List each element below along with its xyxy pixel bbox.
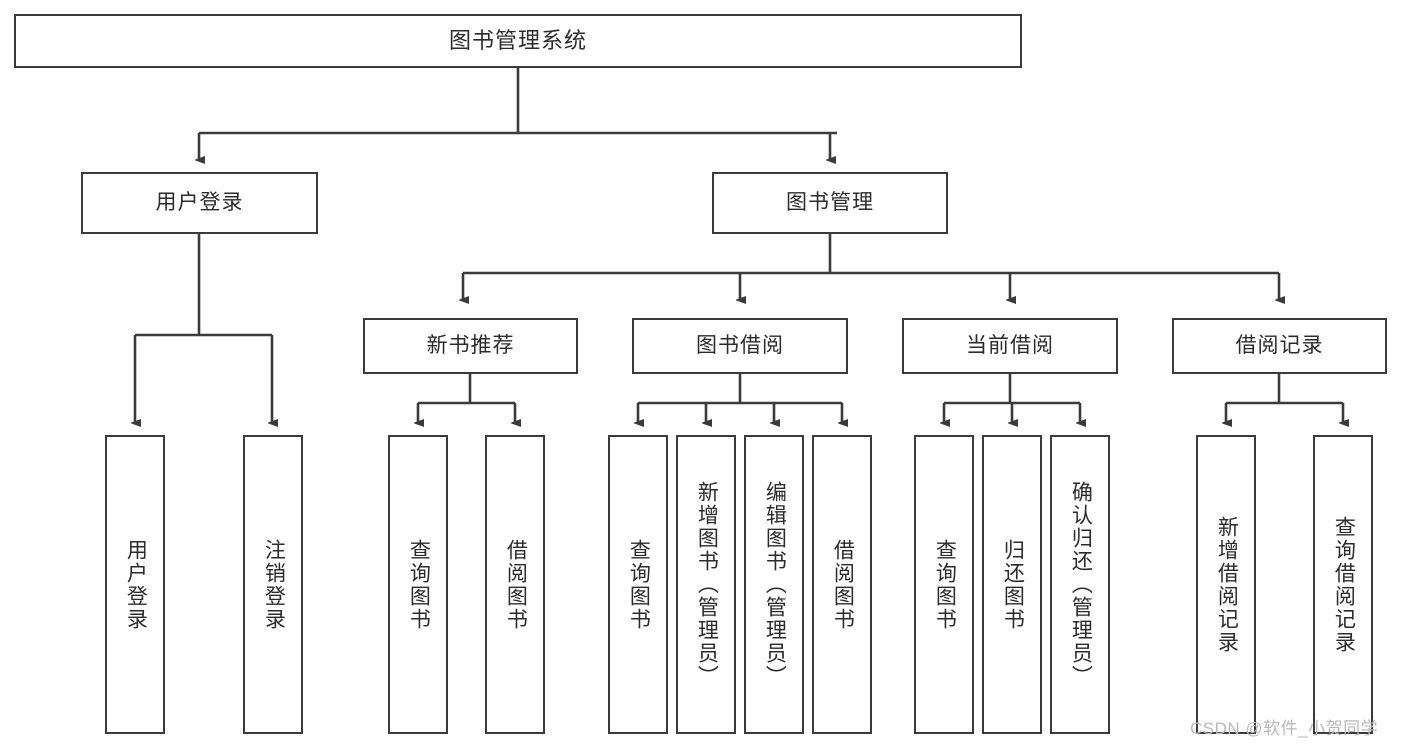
leaf-confirm-return[interactable]: 确认归还（管理员）: [1050, 435, 1110, 734]
node-label: 借阅图书: [504, 538, 528, 631]
node-label: 查询图书: [933, 538, 957, 631]
leaf-query-record[interactable]: 查询借阅记录: [1313, 435, 1373, 734]
node-label: 当前借阅: [966, 334, 1054, 358]
node-user-login[interactable]: 用户登录: [81, 172, 318, 234]
node-label: 用户登录: [155, 191, 244, 215]
node-label: 新增借阅记录: [1215, 515, 1239, 654]
watermark-text: CSDN @软件_小贺同学: [1190, 719, 1379, 738]
node-label: 用户登录: [124, 538, 148, 631]
leaf-return-book[interactable]: 归还图书: [982, 435, 1042, 734]
node-label: 新增图书（管理员）: [695, 481, 719, 688]
leaf-add-book[interactable]: 新增图书（管理员）: [676, 435, 736, 734]
leaf-borrow-book-1[interactable]: 借阅图书: [485, 435, 545, 734]
node-label: 图书管理: [786, 191, 874, 215]
node-label: 图书管理系统: [448, 27, 587, 53]
leaf-edit-book[interactable]: 编辑图书（管理员）: [744, 435, 804, 734]
node-current-borrow[interactable]: 当前借阅: [902, 318, 1118, 374]
leaf-user-login[interactable]: 用户登录: [105, 435, 165, 734]
leaf-query-book-1[interactable]: 查询图书: [388, 435, 448, 734]
node-borrow-record[interactable]: 借阅记录: [1172, 318, 1387, 374]
node-label: 注销登录: [262, 538, 286, 631]
node-label: 归还图书: [1001, 538, 1025, 631]
node-label: 编辑图书（管理员）: [763, 481, 787, 688]
leaf-borrow-book-2[interactable]: 借阅图书: [812, 435, 872, 734]
node-book-management[interactable]: 图书管理: [712, 172, 948, 234]
node-label: 新书推荐: [426, 334, 515, 358]
leaf-query-book-2[interactable]: 查询图书: [608, 435, 668, 734]
node-book-borrow[interactable]: 图书借阅: [632, 318, 848, 374]
node-label: 查询图书: [627, 538, 651, 631]
node-label: 图书借阅: [696, 334, 784, 358]
node-new-book-recommend[interactable]: 新书推荐: [363, 318, 578, 374]
node-label: 借阅记录: [1235, 334, 1324, 358]
node-label: 借阅图书: [831, 538, 855, 631]
node-label: 确认归还（管理员）: [1069, 481, 1093, 688]
leaf-query-book-3[interactable]: 查询图书: [914, 435, 974, 734]
node-root-system[interactable]: 图书管理系统: [14, 14, 1022, 68]
node-label: 查询图书: [407, 538, 431, 631]
node-label: 查询借阅记录: [1332, 515, 1356, 654]
leaf-logout[interactable]: 注销登录: [243, 435, 303, 734]
leaf-add-record[interactable]: 新增借阅记录: [1196, 435, 1256, 734]
